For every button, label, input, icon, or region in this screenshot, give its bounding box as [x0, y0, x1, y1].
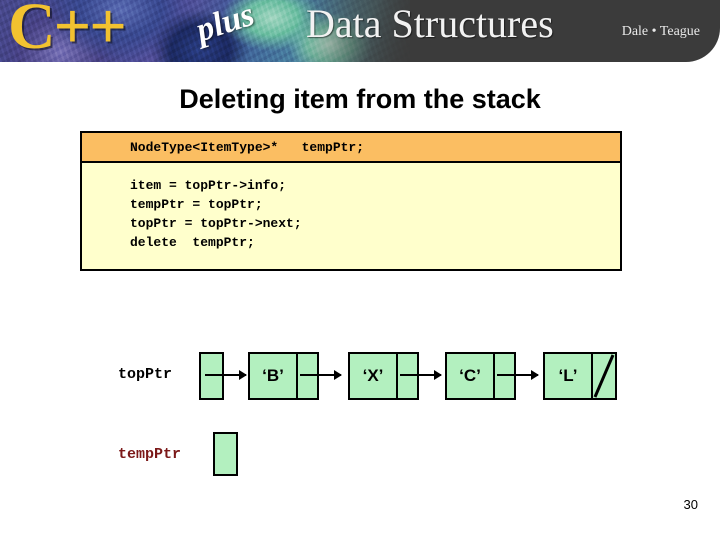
- node-b-data-cell: ‘B’: [248, 352, 298, 400]
- banner-artwork-fade: [300, 0, 420, 62]
- tempptr-pointer-cell: [213, 432, 238, 476]
- topptr-pointer-cell: [199, 352, 224, 400]
- node-c-pointer-cell: [493, 352, 516, 400]
- code-body: item = topPtr->info; tempPtr = topPtr; t…: [82, 163, 620, 269]
- code-line: tempPtr = topPtr;: [130, 197, 263, 212]
- null-pointer-slash-icon: [591, 352, 617, 400]
- node-x-pointer-cell: [396, 352, 419, 400]
- page-number: 30: [683, 497, 698, 512]
- banner-title: Data Structures: [306, 1, 554, 46]
- code-line: topPtr = topPtr->next;: [130, 216, 302, 231]
- arrow-node-x-to-node-c: [400, 370, 442, 380]
- arrow-node-c-to-node-l: [497, 370, 539, 380]
- code-line: item = topPtr->info;: [130, 178, 287, 193]
- arrow-topptr-to-node-b: [205, 370, 247, 380]
- app-banner: C++ plus Data Structures Dale • Teague: [0, 0, 720, 62]
- code-declaration-header: NodeType<ItemType>* tempPtr;: [82, 133, 620, 163]
- code-block: NodeType<ItemType>* tempPtr; item = topP…: [80, 131, 622, 271]
- page-title: Deleting item from the stack: [179, 84, 541, 114]
- code-line: delete tempPtr;: [130, 235, 255, 250]
- node-x-data-cell: ‘X’: [348, 352, 398, 400]
- cpp-logo: C++: [8, 0, 127, 62]
- arrow-node-b-to-node-x: [300, 370, 342, 380]
- banner-authors: Dale • Teague: [621, 24, 700, 39]
- tempptr-label: tempPtr: [118, 446, 182, 463]
- node-c-data-cell: ‘C’: [445, 352, 495, 400]
- topptr-label: topPtr: [118, 366, 173, 383]
- node-l-data-cell: ‘L’: [543, 352, 593, 400]
- node-b-pointer-cell: [296, 352, 319, 400]
- node-l-null-pointer-cell: [591, 352, 617, 400]
